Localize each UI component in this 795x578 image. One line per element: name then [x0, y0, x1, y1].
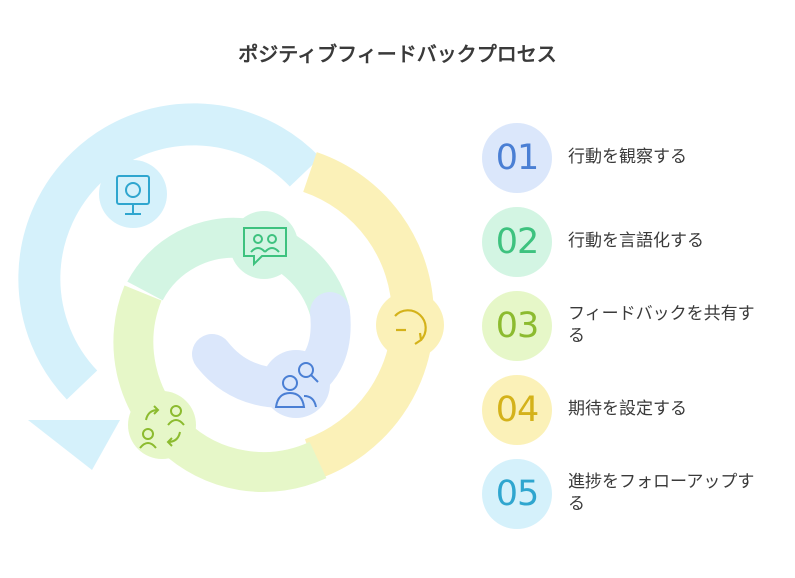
- step-label: 行動を言語化する: [568, 231, 704, 251]
- badge-share: [376, 291, 444, 359]
- badge-observe: [99, 160, 167, 228]
- badge-expect: [128, 391, 196, 459]
- step-number-badge: 05: [482, 459, 552, 529]
- camera-icon: [116, 175, 150, 215]
- step-number-badge: 02: [482, 207, 552, 277]
- step-label: 行動を観察する: [568, 147, 687, 167]
- step-label: 進捗をフォローアップする: [568, 472, 755, 514]
- badge-verbalize: [230, 211, 298, 279]
- user-exchange-icon: [139, 405, 185, 449]
- people-chat-icon: [243, 227, 287, 267]
- spiral-arrowhead: [28, 420, 120, 470]
- step-number-badge: 01: [482, 123, 552, 193]
- badge-followup: [262, 350, 330, 418]
- step-number-badge: 03: [482, 291, 552, 361]
- spiral-arc-observe: [18, 103, 321, 400]
- user-search-icon: [274, 362, 319, 408]
- step-list: 01 行動を観察する 02 行動を言語化する 03 フィードバックを共有する 0…: [482, 0, 795, 578]
- page-title: ポジティブフィードバックプロセス: [238, 42, 557, 66]
- step-number-badge: 04: [482, 375, 552, 445]
- refresh-arrow-icon: [394, 309, 427, 345]
- step-label: フィードバックを共有する: [568, 304, 755, 346]
- step-label: 期待を設定する: [568, 399, 687, 419]
